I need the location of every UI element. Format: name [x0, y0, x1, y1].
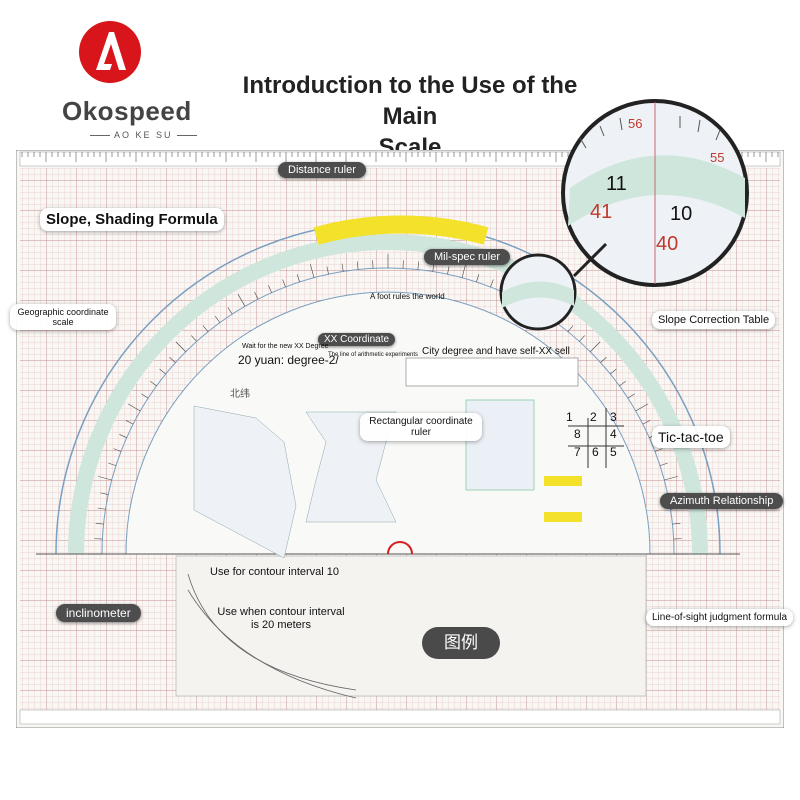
tic-grid-7: 7 [574, 445, 581, 459]
mag-55: 55 [710, 150, 724, 165]
brand-logo-icon [79, 21, 141, 83]
magnifier-small [499, 253, 577, 331]
slope-shading-label: Slope, Shading Formula [40, 208, 224, 231]
twenty-yuan-label: 20 yuan: degree-2/ [238, 353, 339, 367]
slope-table-label: Slope Correction Table [652, 311, 776, 329]
title-line-1: Introduction to the Use of the Main [242, 72, 578, 130]
mag-56: 56 [628, 116, 642, 131]
tic-grid-5: 5 [610, 445, 617, 459]
mag-41: 41 [590, 201, 612, 223]
line-of-sight-label: Line-of-sight judgment formula [646, 609, 794, 626]
rect-coordinate-label: Rectangular coordinate ruler [360, 413, 482, 441]
tic-grid-3: 3 [610, 410, 617, 424]
foot-rules-label: A foot rules the world [370, 292, 445, 301]
tic-grid-6: 6 [592, 445, 599, 459]
x-coordinate-label: XX Coordinate [318, 333, 396, 346]
tic-grid-4: 4 [610, 427, 617, 441]
contour20-label: Use when contour interval is 20 meters [217, 606, 345, 631]
mag-10: 10 [670, 203, 692, 225]
tic-grid-2: 2 [590, 410, 597, 424]
arith-label: The line of arithmetic experiments [328, 352, 419, 358]
tic-tac-toe-label: Tic-tac-toe [652, 426, 730, 448]
inclinometer-label: inclinometer [56, 604, 141, 622]
distance-ruler-label: Distance ruler [278, 162, 366, 178]
tic-grid-1: 1 [566, 410, 573, 424]
legend-label: 图例 [422, 627, 500, 659]
brand-subtitle: AO KE SU [86, 130, 201, 140]
brand-name: Okospeed [62, 96, 192, 126]
mag-11: 11 [606, 173, 627, 195]
magnifier-connector [572, 242, 608, 278]
azimuth-label: Azimuth Relationship [660, 493, 784, 509]
mag-40: 40 [656, 233, 678, 255]
milspec-ruler-label: Mil-spec ruler [424, 249, 511, 265]
wait-new-label: Wait for the new XX Degree [242, 343, 329, 350]
page-title: Introduction to the Use of the Main Scal… [230, 70, 590, 163]
geo-coordinate-label: Geographic coordinate scale [10, 304, 116, 330]
tic-grid-8: 8 [574, 427, 581, 441]
magnifier-large: 56 55 11 10 41 40 [561, 99, 749, 287]
city-degree-label: City degree and have self-XX sell [422, 346, 570, 357]
contour10-label: Use for contour interval 10 [210, 566, 340, 578]
north-lat-label: 北纬 [230, 389, 250, 400]
